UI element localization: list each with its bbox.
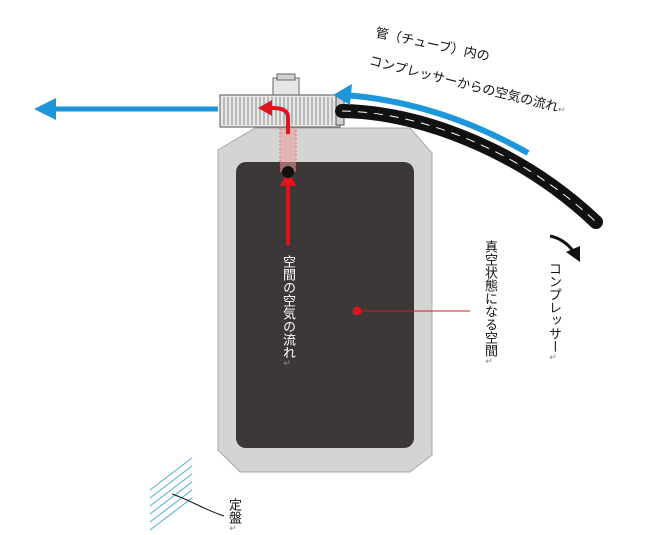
compressor-direction-arrow xyxy=(549,234,576,253)
platen-label: 定盤↵ xyxy=(226,498,241,534)
space-air-flow-label-text: 空間の空気の流れ xyxy=(280,255,295,359)
space-air-flow-label: 空間の空気の流れ↵ xyxy=(280,255,295,369)
suction-port-dot xyxy=(282,166,294,178)
return-mark: ↵ xyxy=(484,357,494,367)
compressor-label-text: コンプレッサー xyxy=(546,262,561,353)
compressor-direction-arrowhead xyxy=(566,246,580,262)
vacuum-space-label-text: 真空状態になる空間 xyxy=(482,240,497,357)
compressor-label: コンプレッサー↵ xyxy=(546,262,561,363)
exhaust-flow-arrowhead xyxy=(34,98,56,120)
hose-highlight xyxy=(341,110,597,223)
platen-hatch xyxy=(149,457,193,531)
tube-flow-arrow xyxy=(344,92,530,156)
valve-cap-top xyxy=(276,73,296,81)
platen-leader xyxy=(171,493,225,517)
vacuum-space-area xyxy=(236,162,414,448)
return-mark: ↵ xyxy=(228,524,238,534)
vacuum-space-label: 真空状態になる空間↵ xyxy=(482,240,497,367)
valve-flow-arrowhead xyxy=(258,100,272,116)
valve-cap xyxy=(272,77,300,97)
tube-flow-arrowhead xyxy=(333,84,352,105)
valve-flow-curve xyxy=(271,106,290,134)
platen-label-text: 定盤 xyxy=(226,498,241,524)
return-mark: ↵ xyxy=(282,359,292,369)
valve-body xyxy=(219,94,345,128)
return-mark: ↵ xyxy=(548,353,558,363)
